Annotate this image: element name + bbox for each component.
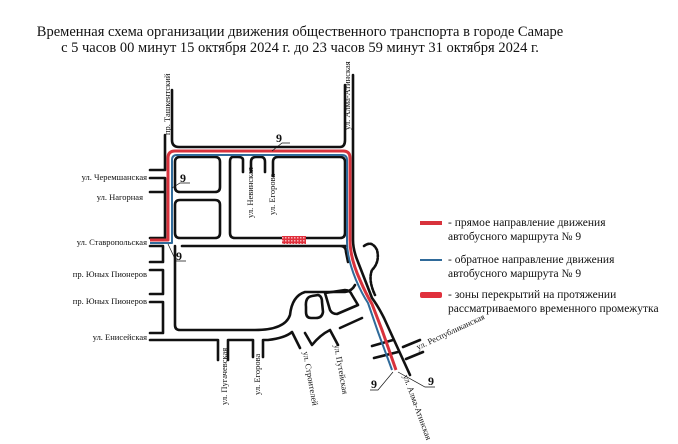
- blue-arrow-icon: [420, 259, 442, 261]
- legend-closure: - зоны перекрытий на протяжении рассматр…: [420, 288, 659, 316]
- map-title-line1: Временная схема организации движения общ…: [36, 24, 564, 40]
- reverse-route-line: [150, 154, 393, 371]
- map-title-line2: с 5 часов 00 минут 15 октября 2024 г. до…: [61, 40, 539, 56]
- street-label-pugachevskaya: ул. Пугачевская: [219, 348, 229, 405]
- closure-zone-icon: [420, 292, 442, 298]
- legend-reverse: - обратное направление движения автобусн…: [420, 253, 614, 281]
- street-label-egorova-top: ул. Егорова: [267, 174, 277, 215]
- road-network: [148, 73, 425, 377]
- route-number-callouts: 9 9 9 9 9: [167, 131, 435, 391]
- red-arrow-icon: [420, 221, 442, 225]
- svg-text:9: 9: [176, 249, 182, 263]
- street-label-nevinskaya: ул. Невинская: [245, 167, 255, 218]
- street-label-tashkentsky: пр. Ташкентский: [162, 73, 172, 135]
- street-label-cheremshanskaya: ул. Черемшанская: [82, 172, 147, 182]
- street-label-respublikanskaya: ул. Республиканская: [415, 311, 486, 351]
- street-label-stroiteley: ул. Строителей: [301, 351, 320, 407]
- street-label-eniseyskaya: ул. Енисейская: [93, 332, 147, 342]
- street-label-alma-atinskaya-top: ул. Алма-Атинская: [342, 61, 352, 130]
- svg-text:9: 9: [276, 131, 282, 145]
- street-label-nagornaya: ул. Нагорная: [97, 192, 143, 202]
- svg-text:9: 9: [428, 374, 434, 388]
- street-label-egorova-bottom: ул. Егорова: [252, 354, 262, 395]
- street-label-yunyh-pionerov-1: пр. Юных Пионеров: [73, 269, 147, 279]
- legend-forward: - прямое направление движения автобусног…: [420, 216, 606, 244]
- closure-zone: [282, 236, 306, 244]
- forward-route-line: [150, 149, 398, 371]
- street-label-stavropolskaya: ул. Ставропольская: [77, 237, 147, 247]
- street-label-yunyh-pionerov-2: пр. Юных Пионеров: [73, 296, 147, 306]
- street-label-puteyskaya: ул. Путейская: [332, 344, 351, 395]
- svg-text:9: 9: [371, 377, 377, 391]
- svg-text:9: 9: [180, 171, 186, 185]
